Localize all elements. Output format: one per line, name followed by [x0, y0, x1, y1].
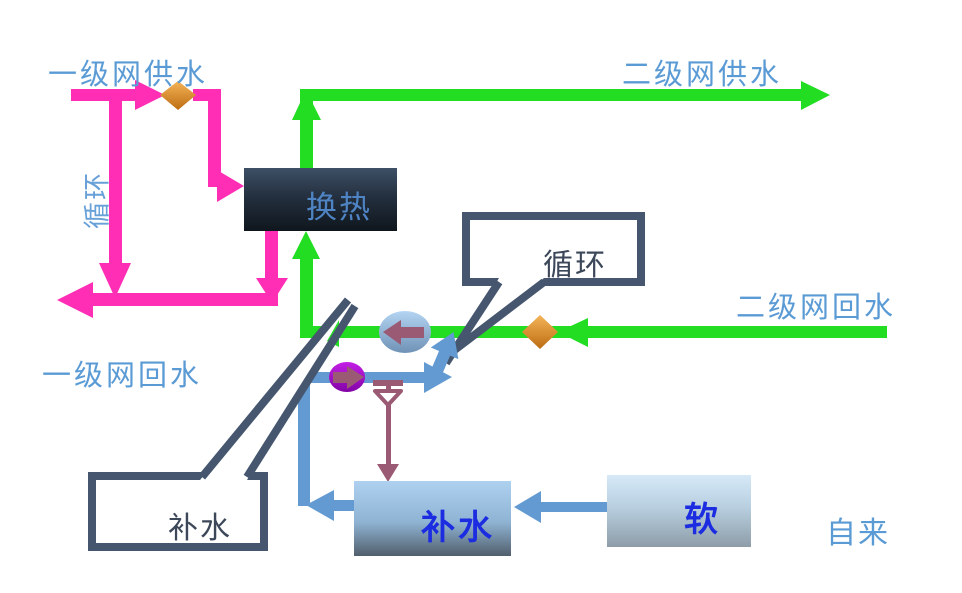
- arrow-down-from-exchanger: [256, 278, 288, 303]
- arrow-right-at-bend: [424, 362, 452, 393]
- arrow-down-into-makeup-box: [377, 464, 399, 482]
- arrow-left-primary-return: [57, 282, 93, 318]
- tap-water-label: 自来: [826, 516, 890, 551]
- secondary-supply-label: 二级网供水: [622, 57, 783, 91]
- arrow-down-bypass: [99, 263, 131, 298]
- funnel-icon: [373, 389, 403, 407]
- heat-exchanger-label: 换热: [306, 190, 372, 226]
- arrow-left-at-valve: [558, 318, 588, 347]
- valve-diamond-secondary-icon: [522, 315, 558, 349]
- valve-diamond-primary-icon: [160, 81, 196, 110]
- arrow-right-into-valve: [135, 80, 165, 110]
- arrow-up-into-exchanger: [292, 231, 320, 259]
- primary-supply-label: 一级网供水: [48, 57, 209, 91]
- circulation-vertical-label: 循环: [82, 171, 114, 229]
- arrow-left-into-makeup-pump: [514, 491, 541, 523]
- arrow-up-into-return: [430, 332, 459, 377]
- makeup-pump-box: 补水: [354, 481, 511, 556]
- makeup-callout-label: 补水: [168, 511, 232, 546]
- primary-return-label: 一级网回水: [42, 358, 203, 392]
- softened-water-tank-label: 软: [684, 500, 718, 540]
- arrow-right-secondary-supply: [801, 81, 830, 110]
- makeup-pump-box-label: 补水: [421, 508, 495, 548]
- primary-network-pipe: [57, 80, 288, 318]
- arrow-left-from-makeup-pump: [306, 490, 334, 521]
- circulation-callout-label: 循环: [543, 248, 607, 283]
- arrow-up-top: [292, 90, 321, 120]
- arrow-right-into-exchanger: [217, 170, 244, 202]
- circulation-callout: [442, 212, 645, 366]
- makeup-callout: [88, 297, 359, 551]
- makeup-pump-icon: [329, 362, 365, 392]
- softened-water-tank-box: 软: [607, 475, 751, 547]
- secondary-return-label: 二级网回水: [736, 290, 897, 324]
- drain-line: [373, 380, 403, 482]
- heat-exchanger-box: 换热: [244, 168, 397, 231]
- circulation-pump-icon: [379, 311, 431, 353]
